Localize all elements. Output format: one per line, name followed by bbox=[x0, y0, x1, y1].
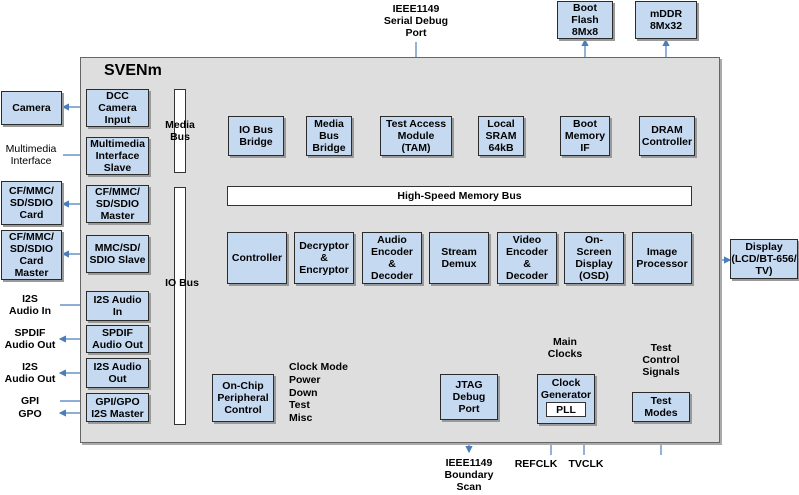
refclk-label: REFCLK bbox=[514, 458, 558, 470]
dcc-camera-input-block: DCC Camera Input bbox=[86, 89, 149, 127]
camera-block: Camera bbox=[1, 91, 62, 125]
io-bus-label: IO Bus bbox=[165, 277, 199, 289]
tvclk-label: TVCLK bbox=[568, 458, 604, 470]
mmc-sdio-slave-block: MMC/SD/ SDIO Slave bbox=[86, 235, 149, 273]
clock-mode-label: Clock Mode bbox=[289, 361, 348, 373]
jtag-debug-port-block: JTAG Debug Port bbox=[440, 374, 498, 420]
test-label: Test bbox=[289, 399, 310, 411]
power-label: Power bbox=[289, 374, 321, 386]
down-label: Down bbox=[289, 387, 318, 399]
video-encoder-decoder-block: Video Encoder & Decoder bbox=[497, 232, 557, 284]
main-clocks-label: Main Clocks bbox=[547, 336, 583, 360]
on-chip-peripheral-control-block: On-Chip Peripheral Control bbox=[212, 374, 274, 422]
gpo-label: GPO bbox=[18, 408, 42, 420]
ieee1149-serial-debug-label: IEEE1149 Serial Debug Port bbox=[383, 3, 449, 39]
display-block: Display (LCD/BT-656/ TV) bbox=[730, 239, 798, 279]
test-control-signals-label: Test Control Signals bbox=[642, 342, 680, 378]
i2s-audio-out-block: I2S Audio Out bbox=[86, 358, 149, 388]
cf-mmc-master-block: CF/MMC/ SD/SDIO Master bbox=[86, 185, 149, 223]
i2s-audio-out-label: I2S Audio Out bbox=[4, 361, 56, 385]
i2s-audio-in-label: I2S Audio In bbox=[9, 293, 51, 317]
media-bus-label: Media Bus bbox=[165, 119, 195, 143]
gpi-label: GPI bbox=[20, 395, 40, 407]
ieee1149-boundary-scan-label: IEEE1149 Boundary Scan bbox=[444, 457, 494, 493]
boot-memory-if-block: Boot Memory IF bbox=[560, 116, 610, 156]
high-speed-memory-bus: High-Speed Memory Bus bbox=[227, 186, 692, 206]
test-access-module-block: Test Access Module (TAM) bbox=[380, 116, 452, 156]
io-bus-bridge-block: IO Bus Bridge bbox=[228, 116, 284, 156]
image-processor-block: Image Processor bbox=[632, 232, 692, 284]
gpi-gpo-i2s-master-block: GPI/GPO I2S Master bbox=[86, 393, 149, 422]
spdif-audio-out-label: SPDIF Audio Out bbox=[4, 327, 56, 351]
i2s-audio-in-block: I2S Audio In bbox=[86, 291, 149, 321]
dram-controller-block: DRAM Controller bbox=[639, 116, 695, 156]
mddr-block: mDDR 8Mx32 bbox=[635, 1, 697, 39]
audio-encoder-decoder-block: Audio Encoder & Decoder bbox=[362, 232, 422, 284]
local-sram-block: Local SRAM 64kB bbox=[478, 116, 524, 156]
test-modes-block: Test Modes bbox=[632, 392, 690, 422]
multimedia-interface-slave-block: Multimedia Interface Slave bbox=[86, 137, 149, 175]
cf-card-master-block: CF/MMC/ SD/SDIO Card Master bbox=[1, 230, 62, 280]
stream-demux-block: Stream Demux bbox=[429, 232, 489, 284]
controller-block: Controller bbox=[227, 232, 287, 284]
multimedia-interface-label: Multimedia Interface bbox=[5, 143, 57, 167]
chip-title: SVENm bbox=[104, 62, 162, 79]
decryptor-encryptor-block: Decryptor & Encryptor bbox=[294, 232, 354, 284]
cf-card-block: CF/MMC/ SD/SDIO Card bbox=[1, 181, 62, 225]
osd-block: On- Screen Display (OSD) bbox=[564, 232, 624, 284]
spdif-audio-out-block: SPDIF Audio Out bbox=[86, 325, 149, 353]
pll-block: PLL bbox=[546, 402, 586, 417]
boot-flash-block: Boot Flash 8Mx8 bbox=[557, 1, 613, 39]
misc-label: Misc bbox=[289, 412, 313, 424]
media-bus bbox=[174, 89, 186, 173]
io-bus bbox=[174, 187, 186, 425]
media-bus-bridge-block: Media Bus Bridge bbox=[306, 116, 352, 156]
